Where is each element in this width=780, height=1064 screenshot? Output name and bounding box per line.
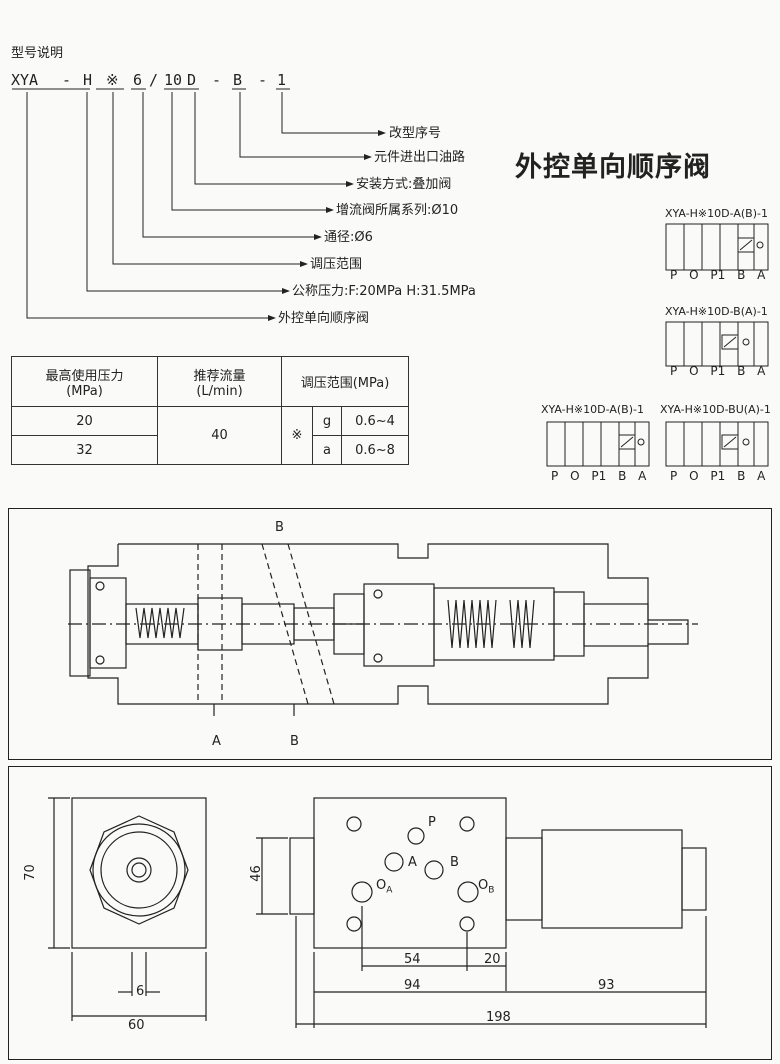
code-part: H: [83, 71, 93, 89]
symbol-label: XYA-H※10D-B(A)-1: [665, 305, 768, 318]
port-oa: OA: [376, 878, 393, 896]
dim-body-height: 46: [248, 865, 264, 882]
code-part: 1: [277, 71, 287, 89]
port-label-a: A: [212, 734, 221, 749]
range-value: 0.6~8: [341, 435, 409, 465]
side-view-drawing: [48, 797, 207, 1021]
explanation-mounting: 安装方式:叠加阀: [356, 177, 452, 192]
pressure-value: 20: [11, 406, 158, 436]
header-flow: 推荐流量 (L/min): [157, 356, 282, 407]
header-pressure-range: 调压范围(MPa): [281, 356, 409, 407]
dim-side-height: 70: [22, 864, 38, 881]
code-part: XYA: [11, 71, 39, 89]
port-label-b: B: [290, 734, 299, 749]
header-max-pressure: 最高使用压力 (MPa): [11, 356, 158, 407]
flow-value: 40: [157, 406, 282, 465]
port-p: P: [428, 815, 436, 830]
dim-93: 93: [598, 978, 615, 993]
pressure-value: 32: [11, 435, 158, 465]
explanation-nominal-pressure: 公称压力:F:20MPa H:31.5MPa: [292, 284, 476, 299]
symbol-ports: P O P1 B A: [670, 364, 766, 378]
explanation-pressure-range: 调压范围: [310, 257, 363, 272]
explanation-ports: 元件进出口油路: [374, 150, 466, 165]
port-b: B: [450, 855, 459, 870]
port-label-b-top: B: [275, 520, 284, 535]
code-part: -: [212, 71, 222, 89]
explanation-series: 增流阀所属系列:Ø10: [336, 203, 459, 218]
port-a: A: [408, 855, 417, 870]
front-view-drawing: [256, 797, 707, 1028]
symbol-label: XYA-H※10D-A(B)-1: [665, 207, 768, 220]
dim-side-width: 60: [128, 1018, 145, 1033]
spec-table: 最高使用压力 (MPa) 推荐流量 (L/min) 调压范围(MPa) 20 4…: [11, 356, 409, 465]
explanation-valve-type: 外控单向顺序阀: [278, 311, 370, 326]
code-part: 10: [164, 71, 183, 89]
code-part: /: [149, 71, 159, 89]
dim-54: 54: [404, 952, 421, 967]
range-mark: ※: [281, 406, 313, 465]
dimension-view-frame: [8, 766, 772, 1060]
dim-94: 94: [404, 978, 421, 993]
port-ob: OB: [478, 878, 495, 896]
dim-side-hole: 6: [136, 984, 145, 999]
explanation-bore: 通径:Ø6: [324, 230, 373, 245]
section-view-frame: [8, 508, 772, 760]
symbol-ports: P O P1 B A: [670, 268, 766, 282]
symbol-label: XYA-H※10D-A(B)-1: [541, 403, 644, 416]
code-part: -: [258, 71, 268, 89]
code-part: -: [62, 71, 72, 89]
code-leader-lines: [12, 88, 386, 321]
dim-20: 20: [484, 952, 501, 967]
symbol-label: XYA-H※10D-BU(A)-1: [660, 403, 771, 416]
symbol-diagram: [665, 421, 769, 467]
dim-198: 198: [486, 1010, 511, 1025]
code-part: 6: [133, 71, 143, 89]
code-part: D: [187, 71, 197, 89]
explanation-revision: 改型序号: [389, 126, 442, 141]
main-title: 外控单向顺序阀: [515, 152, 711, 183]
symbol-diagram: [665, 321, 769, 367]
symbol-ports: P O P1 B A: [670, 469, 766, 483]
symbol-diagram: [665, 223, 769, 271]
range-code: a: [312, 435, 342, 465]
symbol-diagram: [546, 421, 650, 467]
section-view-drawing: [68, 543, 698, 716]
model-explanation-heading: 型号说明: [11, 46, 64, 61]
range-value: 0.6~4: [341, 406, 409, 436]
code-part: ※: [106, 71, 119, 89]
range-code: g: [312, 406, 342, 436]
symbol-ports: P O P1 B A: [551, 469, 647, 483]
code-part: B: [233, 71, 243, 89]
